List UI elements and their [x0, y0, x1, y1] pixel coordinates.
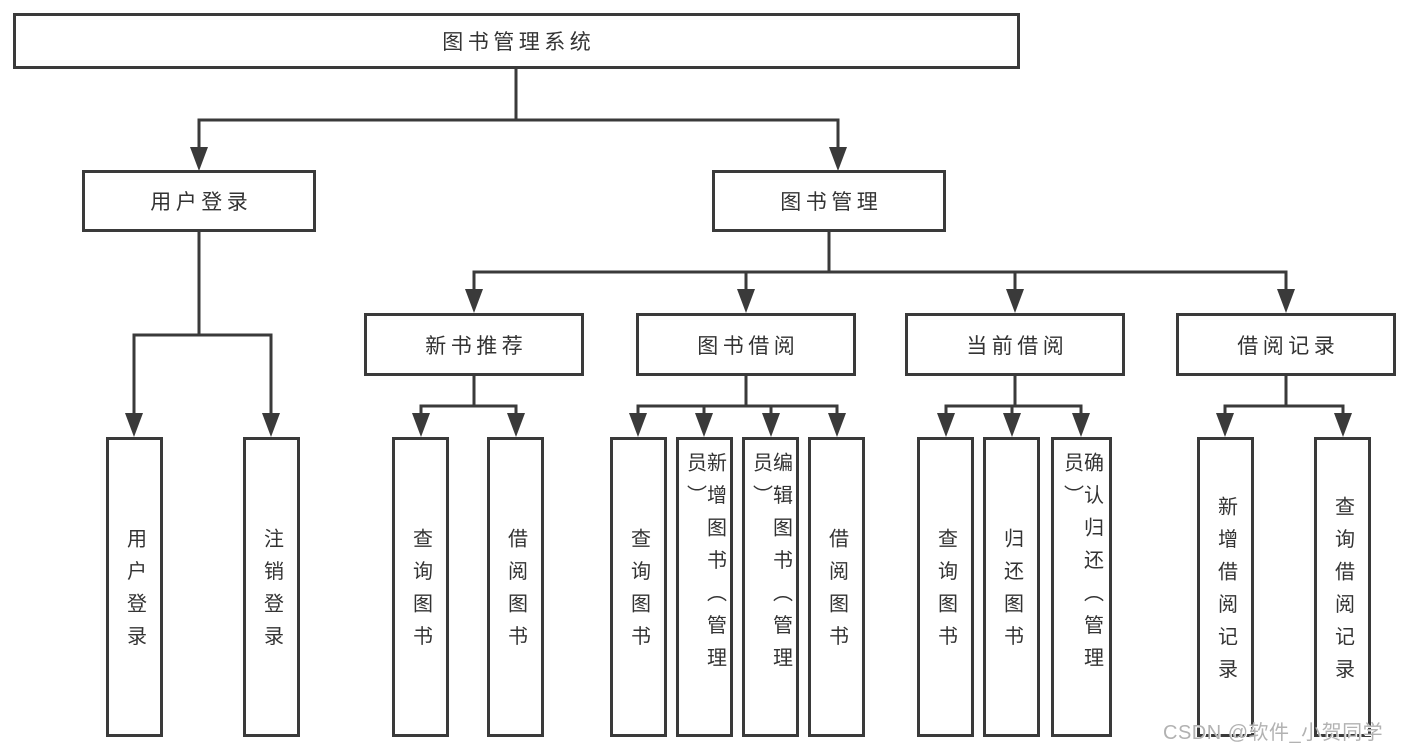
leaf-query-borrow-record-label: 查询借阅记录: [1331, 495, 1354, 691]
arrowhead-down: [762, 413, 780, 437]
leaf-add-books-admin: 新增图书（管理员）: [676, 437, 733, 737]
leaf-borrow-books-borrowing-label: 借阅图书: [825, 528, 848, 658]
arrowhead-down: [937, 413, 955, 437]
leaf-user-login: 用户登录: [106, 437, 163, 737]
node-borrowing-records-label: 借阅记录: [1237, 334, 1340, 358]
node-user-login-label: 用户登录: [150, 191, 253, 214]
connector-line: [636, 374, 839, 416]
arrowhead-down: [1006, 289, 1024, 313]
connector-borrowing-records-to-leaves: [1216, 374, 1352, 437]
connector-user-login-to-leaves: [125, 230, 280, 437]
arrowhead-down: [695, 413, 713, 437]
arrowhead-down: [1072, 413, 1090, 437]
node-book-management-label: 图书管理: [780, 191, 883, 214]
arrowhead-down: [1334, 413, 1352, 437]
leaf-user-login-label: 用户登录: [123, 528, 146, 658]
connector-book-management-to-level3: [465, 230, 1295, 313]
leaf-borrow-books-recommend: 借阅图书: [487, 437, 544, 737]
connector-book-borrowing-to-leaves: [629, 374, 846, 437]
leaf-return-books: 归还图书: [983, 437, 1040, 737]
arrowhead-down: [412, 413, 430, 437]
connector-line: [419, 374, 518, 416]
connector-line: [1223, 374, 1345, 416]
connector-line: [472, 230, 1288, 292]
csdn-watermark: CSDN @软件_小贺同学: [1163, 722, 1384, 744]
arrowhead-down: [629, 413, 647, 437]
connector-current-borrowing-to-leaves: [937, 374, 1090, 437]
arrowhead-down: [737, 289, 755, 313]
connector-root-to-level2: [190, 67, 847, 171]
leaf-logout-label: 注销登录: [260, 528, 283, 658]
node-current-borrowing: 当前借阅: [905, 313, 1125, 376]
leaf-edit-books-admin: 编辑图书（管理员）: [742, 437, 799, 737]
arrowhead-down: [125, 413, 143, 437]
node-book-borrowing: 图书借阅: [636, 313, 856, 376]
arrowhead-down: [190, 147, 208, 171]
arrowhead-down: [829, 147, 847, 171]
arrowhead-down: [1277, 289, 1295, 313]
node-root-label: 图书管理系统: [442, 31, 596, 54]
connector-line: [944, 374, 1083, 416]
arrowhead-down: [262, 413, 280, 437]
leaf-confirm-return-admin: 确认归还（管理员）: [1051, 437, 1112, 737]
node-book-borrowing-label: 图书借阅: [697, 334, 800, 358]
connector-line: [197, 67, 840, 151]
connector-line: [132, 230, 273, 416]
leaf-add-books-admin-label: 新增图书（管理员）: [683, 452, 726, 680]
arrowhead-down: [1003, 413, 1021, 437]
node-root: 图书管理系统: [13, 13, 1020, 69]
node-borrowing-records: 借阅记录: [1176, 313, 1396, 376]
leaf-query-borrow-record: 查询借阅记录: [1314, 437, 1371, 737]
leaf-query-books-borrowing: 查询图书: [610, 437, 667, 737]
leaf-borrow-books-borrowing: 借阅图书: [808, 437, 865, 737]
arrowhead-down: [828, 413, 846, 437]
arrowhead-down: [1216, 413, 1234, 437]
node-current-borrowing-label: 当前借阅: [966, 334, 1069, 358]
leaf-confirm-return-admin-label: 确认归还（管理员）: [1060, 452, 1103, 680]
leaf-add-borrow-record-label: 新增借阅记录: [1214, 495, 1237, 691]
leaf-query-books-recommend-label: 查询图书: [409, 528, 432, 658]
connector-new-book-recommend-to-leaves: [412, 374, 525, 437]
leaf-edit-books-admin-label: 编辑图书（管理员）: [749, 452, 792, 680]
leaf-query-books-borrowing-label: 查询图书: [627, 528, 650, 658]
node-book-management: 图书管理: [712, 170, 946, 232]
node-new-book-recommend: 新书推荐: [364, 313, 584, 376]
leaf-add-borrow-record: 新增借阅记录: [1197, 437, 1254, 737]
node-user-login: 用户登录: [82, 170, 316, 232]
leaf-query-books-recommend: 查询图书: [392, 437, 449, 737]
leaf-query-books-current: 查询图书: [917, 437, 974, 737]
leaf-return-books-label: 归还图书: [1000, 528, 1023, 658]
leaf-query-books-current-label: 查询图书: [934, 528, 957, 658]
leaf-borrow-books-recommend-label: 借阅图书: [504, 528, 527, 658]
arrowhead-down: [507, 413, 525, 437]
leaf-logout: 注销登录: [243, 437, 300, 737]
node-new-book-recommend-label: 新书推荐: [425, 334, 528, 358]
arrowhead-down: [465, 289, 483, 313]
